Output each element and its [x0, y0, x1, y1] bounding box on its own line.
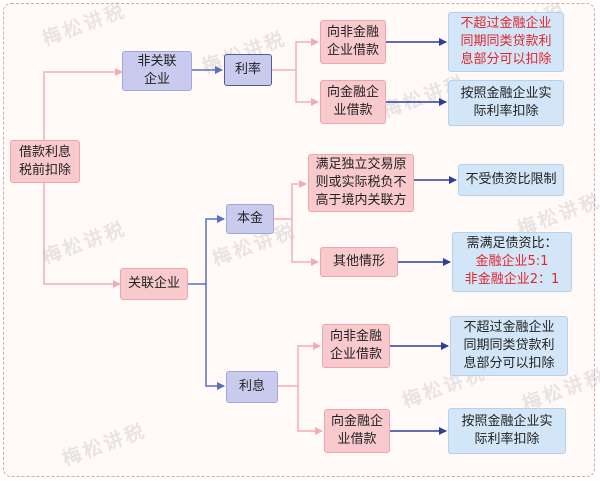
int-to-nonfin-node: 向非金融 企业借款: [322, 324, 390, 368]
nr-to-fin-line-2: 业借款: [333, 103, 373, 118]
nr-to-nonfin-line-1: 向非金融: [326, 25, 379, 40]
nr-to-fin-line-1: 向金融企: [326, 85, 379, 100]
edge-interest-fin: [297, 386, 323, 435]
non-related-line-2: 企业: [143, 72, 170, 87]
int-nonfin-rule-line-1: 不超过金融企业: [463, 320, 555, 335]
int-nonfin-rule-node: 不超过金融企业 同期同类贷款利 息部分可以扣除: [450, 316, 568, 376]
int-to-fin-line-1: 向金融企: [330, 414, 383, 429]
nr-to-fin-node: 向金融企 业借款: [320, 80, 386, 124]
other-case-node: 其他情形: [320, 247, 398, 277]
int-fin-rule-line-1: 按照金融企业实: [461, 414, 553, 429]
edge-rate-fin: [295, 70, 319, 106]
debt-ratio-node: 需满足债资比： 金融企业5:1 非金融企业2：1: [452, 232, 572, 292]
nr-fin-rule-line-2: 际利率扣除: [473, 104, 539, 119]
edge-interest-nonfin: [278, 342, 321, 387]
nr-to-nonfin-line-2: 企业借款: [326, 43, 379, 58]
nr-nonfin-rule-node: 不超过金融企业 同期同类贷款利 息部分可以扣除: [448, 12, 564, 72]
arm-length-line-3: 高于境内关联方: [315, 193, 407, 208]
debt-ratio-nonfin: 非金融企业2：1: [464, 272, 560, 287]
edge-related-interest: [205, 284, 225, 390]
non-related-node: 非关联 企业: [122, 51, 192, 91]
interest-node: 利息: [226, 371, 278, 403]
edge-root-related: [43, 183, 121, 288]
nr-nonfin-rule-line-2: 同期同类贷款利: [460, 34, 552, 49]
arm-length-line-2: 则或实际税负不: [315, 175, 407, 190]
root-line-1: 借款利息: [18, 144, 71, 160]
nr-fin-rule-node: 按照金融企业实 际利率扣除: [448, 80, 564, 126]
int-nonfin-rule-line-2: 同期同类贷款利: [463, 338, 555, 353]
edge-principal-other: [291, 219, 319, 266]
nr-nonfin-rule-line-3: 息部分可以扣除: [460, 52, 552, 67]
principal-node: 本金: [226, 204, 274, 234]
root-line-2: 税前扣除: [18, 162, 71, 178]
debt-ratio-title: 需满足债资比：: [466, 236, 558, 251]
int-to-nonfin-line-1: 向非金融: [329, 329, 382, 344]
nr-nonfin-rule-line-1: 不超过金融企业: [460, 16, 552, 31]
int-fin-rule-node: 按照金融企业实 际利率扣除: [448, 408, 566, 454]
edge-principal-armlength: [274, 180, 307, 220]
root-node: 借款利息 税前扣除: [10, 140, 80, 183]
arm-length-node: 满足独立交易原 则或实际税负不 高于境内关联方: [308, 154, 414, 212]
nr-fin-rule-line-1: 按照金融企业实: [460, 86, 552, 101]
non-related-line-1: 非关联: [137, 54, 177, 69]
int-nonfin-rule-line-3: 息部分可以扣除: [463, 356, 555, 371]
arm-length-line-1: 满足独立交易原: [315, 157, 407, 172]
int-to-fin-node: 向金融企 业借款: [324, 409, 390, 453]
debt-ratio-fin: 金融企业5:1: [475, 254, 549, 269]
arm-length-rule-node: 不受债资比限制: [458, 164, 564, 196]
int-to-nonfin-line-2: 企业借款: [329, 347, 382, 362]
rate-node: 利率: [224, 54, 272, 86]
int-fin-rule-line-2: 际利率扣除: [474, 432, 540, 447]
nr-to-nonfin-node: 向非金融 企业借款: [320, 20, 386, 64]
edge-root-nonrelated: [43, 68, 123, 140]
edge-rate-nonfin: [272, 38, 319, 71]
edge-related-principal: [188, 215, 225, 285]
int-to-fin-line-2: 业借款: [337, 432, 377, 447]
related-node: 关联企业: [120, 268, 188, 300]
